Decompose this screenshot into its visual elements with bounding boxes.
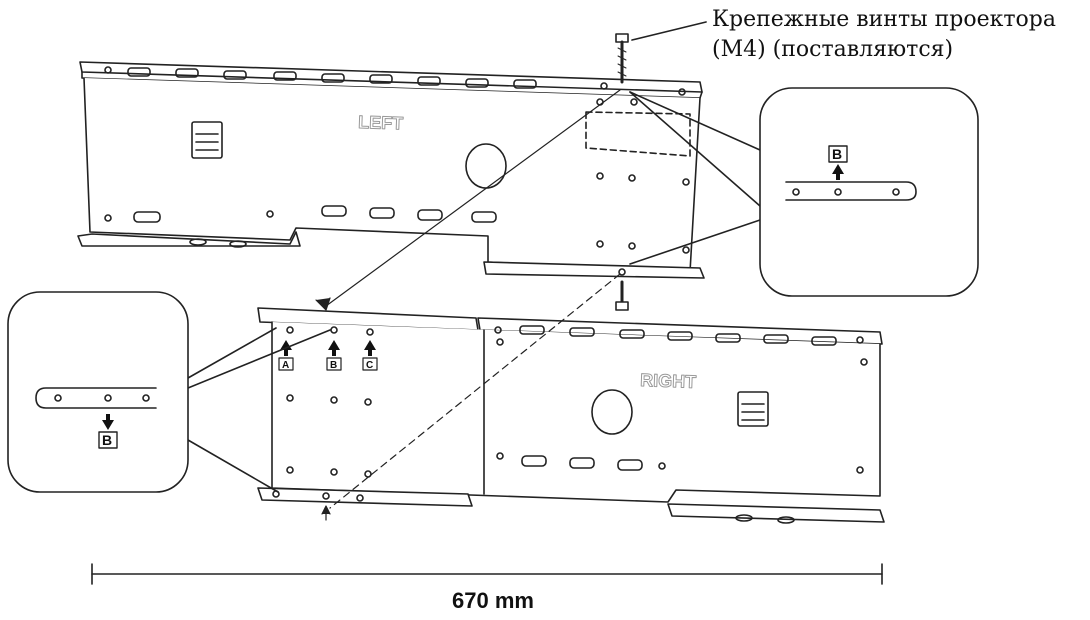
left-plate-top-slots [104,66,686,96]
marker-b-label: B [330,360,337,371]
left-plate-bottom-holes [189,238,626,276]
right-plate [257,307,885,524]
right-plate-top-slots [494,325,864,346]
right-plate-bottom-holes [735,514,795,524]
marker-a-label: A [282,360,289,371]
right-plate-label: RIGHT [640,370,697,392]
callout-leader-line [631,21,707,41]
marker-c-label: C [366,360,373,371]
dimension-line [91,563,883,585]
left-plate-lower-slots [104,205,497,223]
detail-right-marker-label: B [832,146,842,162]
right-plate-lower-slots [496,338,868,474]
top-screw-icon [615,33,629,84]
bottom-screw-icon [615,280,629,311]
left-plate-handle [191,121,223,159]
right-plate-holes [272,326,374,502]
detail-left-marker-label: B [102,432,112,448]
detail-bubble-left [7,291,331,493]
dimension-label: 670 mm [452,588,534,613]
assembly-guide-lines [315,89,621,521]
right-plate-handle [737,391,769,427]
screw-callout-line-2: (M4) (поставляются) [712,37,954,62]
detail-bubble-right [629,87,979,297]
screw-callout-line-1: Крепежные винты проектора [712,7,1056,32]
right-plate-center-hole [591,389,633,435]
left-plate [77,61,705,279]
left-plate-label: LEFT [358,112,404,134]
